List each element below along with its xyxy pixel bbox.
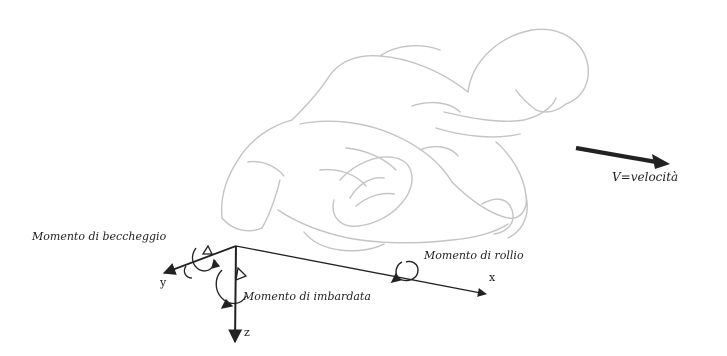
y-axis-label: y <box>160 277 166 288</box>
motorcycle-rider-sketch <box>222 29 589 250</box>
z-axis-line <box>235 246 236 342</box>
pitch-moment-label: Momento di beccheggio <box>32 231 166 242</box>
roll-moment-label: Momento di rollio <box>424 250 524 261</box>
velocity-arrow <box>576 148 670 169</box>
y-axis-line <box>164 246 236 273</box>
x-axis-label: x <box>489 272 495 283</box>
velocity-label: V=velocità <box>612 171 678 183</box>
yaw-moment-icon <box>216 268 246 308</box>
yaw-moment-label: Momento di imbardata <box>243 291 371 302</box>
z-axis-label: z <box>244 327 250 338</box>
pitch-moment-icon <box>184 246 219 278</box>
